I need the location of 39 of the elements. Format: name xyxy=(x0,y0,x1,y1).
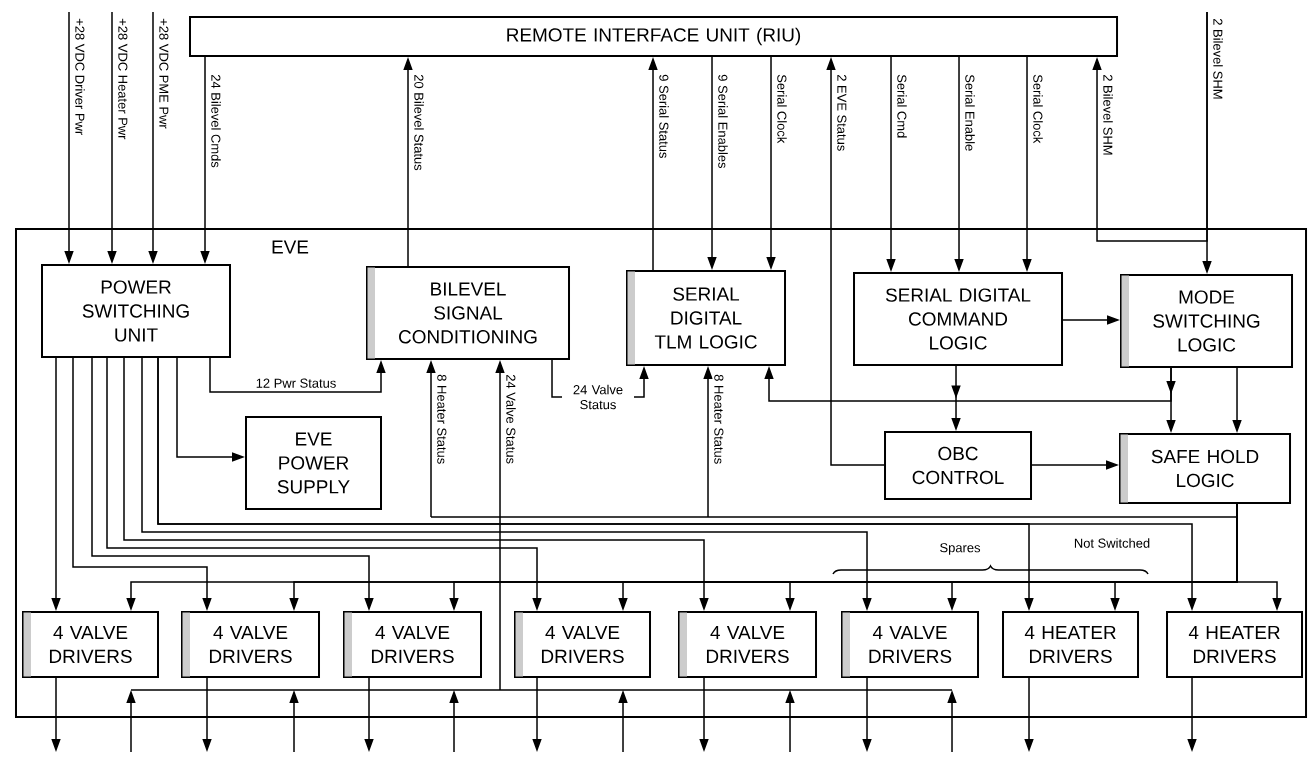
edge-label: 9 Serial Enables xyxy=(716,72,730,171)
edge-label: Serial Enable xyxy=(963,72,977,153)
block-box: SERIAL DIGITAL COMMAND LOGIC xyxy=(853,272,1063,366)
arrow xyxy=(209,357,386,393)
driver-box: 4 VALVE DRIVERS xyxy=(678,611,817,678)
edge-label: 12 Pwr Status xyxy=(254,377,338,390)
edge-label: Serial Cmd xyxy=(895,72,909,140)
block-box: BILEVEL SIGNAL CONDITIONING xyxy=(366,266,570,360)
note-label: Spares xyxy=(940,543,981,555)
edge-label: Serial Clock xyxy=(775,72,789,145)
block-box: OBC CONTROL xyxy=(884,431,1032,500)
edge-label: +28 VDC Heater Pwr xyxy=(116,16,129,142)
driver-box: 4 HEATER DRIVERS xyxy=(1166,611,1303,678)
edge-label: 2 Bilevel SHM xyxy=(1101,72,1115,158)
edge-label: 8 Heater Status xyxy=(435,372,448,466)
edge-label: 24 Valve Status xyxy=(504,372,518,466)
block-box: EVE POWER SUPPLY xyxy=(245,416,382,510)
driver-box: 4 VALVE DRIVERS xyxy=(181,611,320,678)
driver-box: 4 VALVE DRIVERS xyxy=(22,611,159,678)
edge-label: +28 VDC PME Pwr xyxy=(157,16,170,131)
edge-label: Serial Clock xyxy=(1031,72,1045,145)
edge-label: 2 Bilevel SHM xyxy=(1211,16,1225,102)
block-box: MODE SWITCHING LOGIC xyxy=(1120,274,1293,368)
driver-box: 4 VALVE DRIVERS xyxy=(514,611,651,678)
edge-label: 24 Valve Status xyxy=(562,383,634,411)
block-box: SERIAL DIGITAL TLM LOGIC xyxy=(626,270,786,366)
block-box: SAFE HOLD LOGIC xyxy=(1119,433,1291,504)
edge-label: 24 Bilevel Cmds xyxy=(209,72,223,170)
block-box: POWER SWITCHING UNIT xyxy=(41,264,231,358)
edge-label: 8 Heater Status xyxy=(712,372,725,466)
interface-unit-box: REMOTE INTERFACE UNIT (RIU) xyxy=(189,16,1118,57)
driver-box: 4 VALVE DRIVERS xyxy=(841,611,979,678)
driver-box: 4 HEATER DRIVERS xyxy=(1002,611,1139,678)
edge-label: 9 Serial Status xyxy=(657,72,671,160)
driver-box: 4 VALVE DRIVERS xyxy=(343,611,482,678)
edge-label: +28 VDC Driver Pwr xyxy=(73,16,87,137)
edge-label: 2 EVE Status xyxy=(835,72,848,153)
edge-label: 20 Bilevel Status xyxy=(412,72,426,173)
note-label: Not Switched xyxy=(1074,538,1150,548)
